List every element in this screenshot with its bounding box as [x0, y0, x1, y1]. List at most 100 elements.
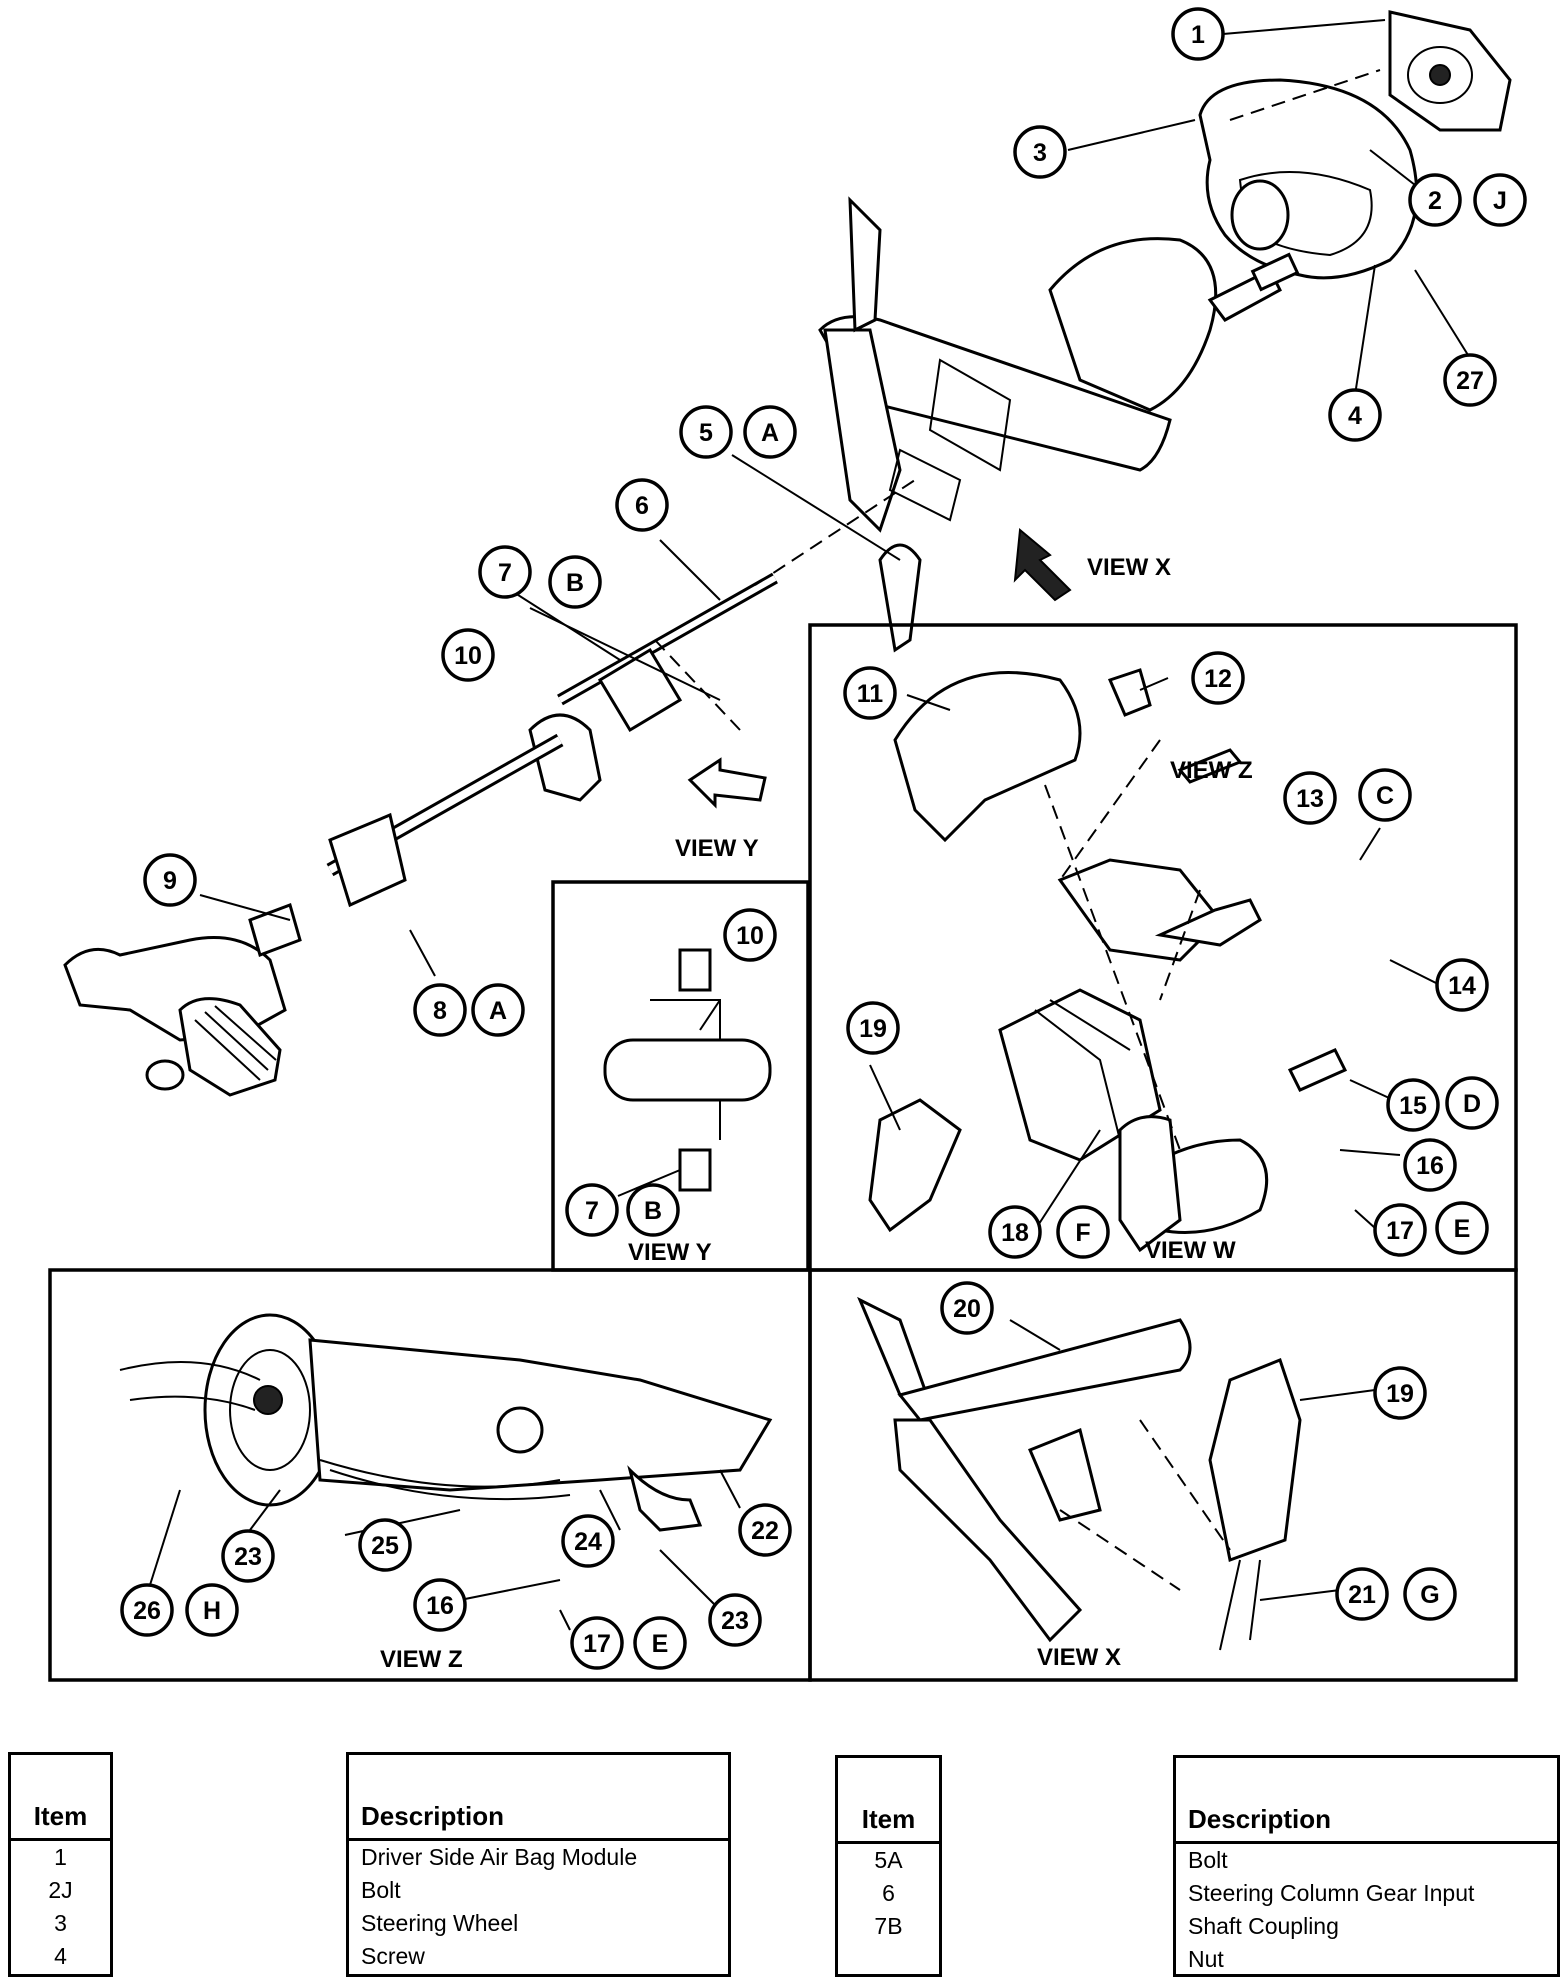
- svg-text:4: 4: [1348, 402, 1362, 430]
- view-label: VIEW X: [1087, 554, 1171, 581]
- callout-27: 27: [1443, 353, 1497, 407]
- svg-text:17: 17: [1386, 1217, 1414, 1245]
- svg-text:27: 27: [1456, 367, 1484, 395]
- svg-text:7: 7: [498, 559, 512, 587]
- callout-16: 16: [413, 1578, 467, 1632]
- air-bag-module: [1388, 10, 1512, 132]
- steering-gear: [63, 903, 302, 1097]
- callout-21: 21: [1335, 1567, 1389, 1621]
- callout-6: 6: [615, 478, 669, 532]
- table-row: 3: [54, 1910, 67, 1936]
- svg-text:10: 10: [736, 922, 764, 950]
- callout-4: 4: [1328, 388, 1382, 442]
- callout-5: 5: [679, 405, 733, 459]
- callout-2: 2: [1408, 173, 1462, 227]
- table-row: Bolt: [361, 1877, 401, 1903]
- callout-18: 18: [988, 1205, 1042, 1259]
- callout-10: 10: [723, 908, 777, 962]
- view-label: VIEW Y: [628, 1239, 712, 1266]
- svg-text:E: E: [1454, 1215, 1471, 1243]
- table2-item-column: Item 5A 6 7B: [835, 1755, 942, 1977]
- table-row: 4: [54, 1943, 67, 1969]
- callout-24: 24: [561, 1514, 615, 1568]
- callout-1: 1: [1171, 7, 1225, 61]
- callout-3: 3: [1013, 125, 1067, 179]
- svg-text:11: 11: [857, 680, 884, 708]
- callout-8: 8: [413, 983, 467, 1037]
- view-label: VIEW Z: [380, 1646, 463, 1673]
- callout-g: G: [1403, 1567, 1457, 1621]
- callout-23: 23: [221, 1529, 275, 1583]
- callout-h: H: [185, 1583, 239, 1637]
- svg-text:C: C: [1376, 782, 1394, 810]
- svg-text:F: F: [1075, 1219, 1090, 1247]
- svg-text:19: 19: [859, 1015, 887, 1043]
- svg-text:16: 16: [426, 1592, 454, 1620]
- svg-text:E: E: [652, 1630, 669, 1658]
- callout-15: 15: [1386, 1078, 1440, 1132]
- callout-14: 14: [1435, 958, 1489, 1012]
- callout-b: B: [548, 555, 602, 609]
- svg-text:21: 21: [1348, 1581, 1376, 1609]
- svg-text:5: 5: [699, 419, 713, 447]
- svg-text:26: 26: [133, 1597, 161, 1625]
- callout-26: 26: [120, 1583, 174, 1637]
- leader-lines: [149, 19, 1469, 1631]
- svg-text:22: 22: [751, 1517, 779, 1545]
- view-label: VIEW Y: [675, 835, 759, 862]
- table-row: Nut: [1188, 1946, 1224, 1972]
- svg-text:7: 7: [585, 1197, 599, 1225]
- callout-13: 13: [1283, 771, 1337, 825]
- svg-text:12: 12: [1204, 665, 1232, 693]
- svg-text:24: 24: [574, 1528, 602, 1556]
- svg-text:2: 2: [1428, 187, 1442, 215]
- table1-item-header: Item: [11, 1755, 110, 1841]
- view-x-detail: [857, 1296, 1302, 1651]
- view-label: VIEW X: [1037, 1644, 1121, 1671]
- svg-text:16: 16: [1416, 1152, 1444, 1180]
- callout-25: 25: [358, 1518, 412, 1572]
- view-label: VIEW W: [1145, 1237, 1236, 1264]
- callout-12: 12: [1191, 651, 1245, 705]
- callout-7: 7: [478, 545, 532, 599]
- callout-17: 17: [1373, 1203, 1427, 1257]
- callout-19: 19: [1373, 1366, 1427, 1420]
- svg-text:25: 25: [371, 1532, 399, 1560]
- callout-j: J: [1473, 173, 1527, 227]
- callout-16: 16: [1403, 1138, 1457, 1192]
- view-z-detail: [119, 1313, 773, 1532]
- table-row: Driver Side Air Bag Module: [361, 1844, 638, 1870]
- svg-text:18: 18: [1001, 1219, 1029, 1247]
- callout-d: D: [1445, 1076, 1499, 1130]
- table-row: 6: [882, 1880, 895, 1906]
- table1-item-column: Item 1 2J 3 4: [8, 1752, 113, 1977]
- callout-a: A: [743, 405, 797, 459]
- table2-item-header: Item: [838, 1758, 939, 1844]
- callout-19: 19: [846, 1001, 900, 1055]
- callout-11: 11: [843, 666, 897, 720]
- svg-text:G: G: [1420, 1581, 1439, 1609]
- callout-20: 20: [940, 1281, 994, 1335]
- table1-description-column: Description Driver Side Air Bag Module B…: [346, 1752, 731, 1977]
- steering-column-exploded-diagram: 12J34275A67B1098A111213C1415D1617E18F191…: [48, 7, 1527, 1682]
- svg-text:A: A: [489, 997, 507, 1025]
- callout-9: 9: [143, 853, 197, 907]
- callout-17: 17: [570, 1616, 624, 1670]
- table1-description-header: Description: [349, 1755, 728, 1841]
- svg-text:13: 13: [1296, 785, 1324, 813]
- svg-text:3: 3: [1033, 139, 1047, 167]
- svg-text:6: 6: [635, 492, 649, 520]
- table-row: Screw: [361, 1943, 425, 1969]
- table-row: Steering Wheel: [361, 1910, 519, 1936]
- svg-text:23: 23: [721, 1607, 749, 1635]
- steering-wheel: [1198, 78, 1419, 280]
- table-row: 5A: [874, 1847, 903, 1873]
- view-w-detail: [868, 668, 1348, 1253]
- svg-text:10: 10: [454, 642, 482, 670]
- callout-f: F: [1056, 1205, 1110, 1259]
- callout-23: 23: [708, 1593, 762, 1647]
- callout-22: 22: [738, 1503, 792, 1557]
- callout-b: B: [626, 1183, 680, 1237]
- svg-text:14: 14: [1448, 972, 1476, 1000]
